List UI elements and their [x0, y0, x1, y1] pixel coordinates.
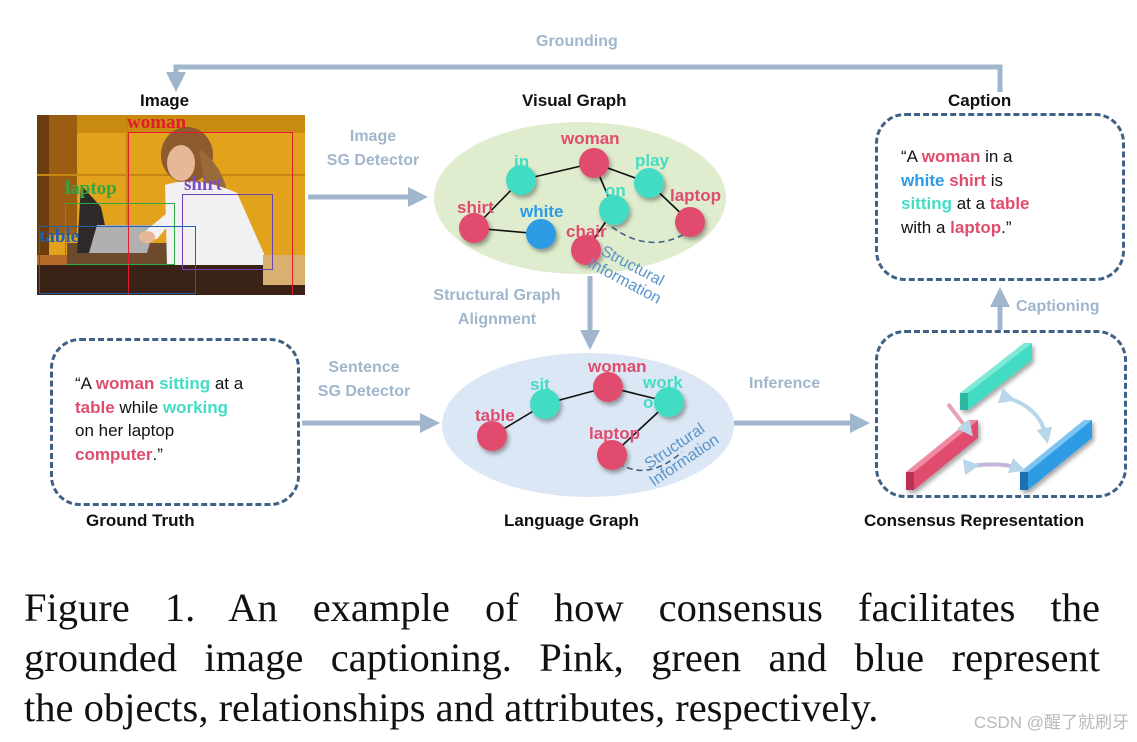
- figure-caption-line-2: grounded image captioning. Pink, green a…: [24, 635, 1100, 680]
- caption-text: “A woman in a white shirt is sitting at …: [901, 147, 1030, 237]
- label-structural-alignment: Structural Graph Alignment: [433, 287, 561, 328]
- label-captioning: Captioning: [1016, 298, 1100, 315]
- visual-node-white: [526, 219, 556, 249]
- language-label-woman: woman: [588, 357, 647, 376]
- grounding-arrow: [166, 64, 1003, 92]
- label-sentence-sg-detector: Sentence SG Detector: [317, 359, 411, 400]
- title-ground-truth: Ground Truth: [86, 511, 195, 530]
- language-graph-ellipse: [442, 353, 734, 497]
- language-node-woman: [593, 372, 623, 402]
- bbox-laptop: [65, 203, 175, 265]
- ground-truth-box: [50, 338, 300, 506]
- consensus-cubes: [906, 343, 1092, 490]
- bbox-label-table: table: [39, 226, 80, 247]
- language-label-work-on: work on: [643, 373, 683, 412]
- bbox-shirt: [182, 194, 273, 270]
- language-node-table: [477, 421, 507, 451]
- visual-node-chair: [571, 235, 601, 265]
- visual-label-shirt: shirt: [457, 198, 494, 217]
- visual-label-play: play: [635, 151, 670, 170]
- visual-graph-ellipse: [434, 122, 726, 274]
- visual-label-on: on: [605, 181, 626, 200]
- input-photo: woman shirt laptop table: [37, 115, 305, 295]
- consensus-link-pink-blue: [962, 457, 1026, 476]
- language-label-sit-on: sit on: [530, 375, 551, 414]
- diagram-canvas: [166, 64, 1092, 497]
- figure-caption: Figure 1. An example of how consensus fa…: [24, 583, 1100, 733]
- label-inference: Inference: [749, 375, 821, 392]
- visual-node-play: [634, 168, 664, 198]
- language-node-laptop: [597, 440, 627, 470]
- bbox-label-shirt: shirt: [184, 174, 222, 195]
- language-node-work-on: [654, 387, 684, 417]
- language-label-table: table: [475, 406, 515, 425]
- bbox-label-laptop: laptop: [65, 178, 117, 199]
- visual-node-woman: [579, 148, 609, 178]
- language-node-sit-on: [530, 389, 560, 419]
- visual-label-chair: chair: [566, 222, 607, 241]
- title-image: Image: [140, 91, 190, 110]
- figure-caption-line-1: Figure 1. An example of how consensus fa…: [24, 585, 1100, 630]
- label-grounding: Grounding: [536, 33, 618, 50]
- title-consensus: Consensus Representation: [864, 511, 1085, 530]
- visual-node-on: [599, 195, 629, 225]
- language-structural-dash: [617, 451, 683, 472]
- consensus-link-green-blue: [997, 387, 1053, 444]
- visual-node-shirt: [459, 213, 489, 243]
- figure-caption-line-3: the objects, relationships and attribute…: [24, 685, 879, 730]
- label-image-sg-detector: Image SG Detector: [326, 128, 420, 169]
- visual-label-in: in: [514, 152, 530, 171]
- consensus-green-bar: [960, 343, 1032, 410]
- caption-box: [875, 113, 1125, 281]
- bbox-table: [39, 226, 196, 294]
- visual-label-woman: woman: [561, 129, 620, 148]
- bbox-woman: [128, 132, 293, 295]
- photo-scene: [37, 115, 305, 295]
- title-language-graph: Language Graph: [504, 511, 640, 530]
- title-caption: Caption: [948, 91, 1012, 110]
- language-label-laptop: laptop: [589, 424, 640, 443]
- visual-label-white: white: [520, 202, 564, 221]
- watermark: CSDN @醒了就刷牙: [973, 713, 1129, 732]
- ground-truth-text: “A woman sitting at a table while workin…: [75, 374, 244, 464]
- bbox-label-woman: woman: [127, 115, 187, 133]
- consensus-blue-bar: [1020, 420, 1092, 490]
- consensus-box: [875, 330, 1127, 498]
- visual-node-in: [506, 165, 536, 195]
- visual-label-laptop: laptop: [670, 186, 721, 205]
- title-visual-graph: Visual Graph: [522, 91, 627, 110]
- visual-node-laptop: [675, 207, 705, 237]
- visual-structural-dash: [611, 226, 689, 244]
- consensus-link-green-pink: [946, 402, 973, 437]
